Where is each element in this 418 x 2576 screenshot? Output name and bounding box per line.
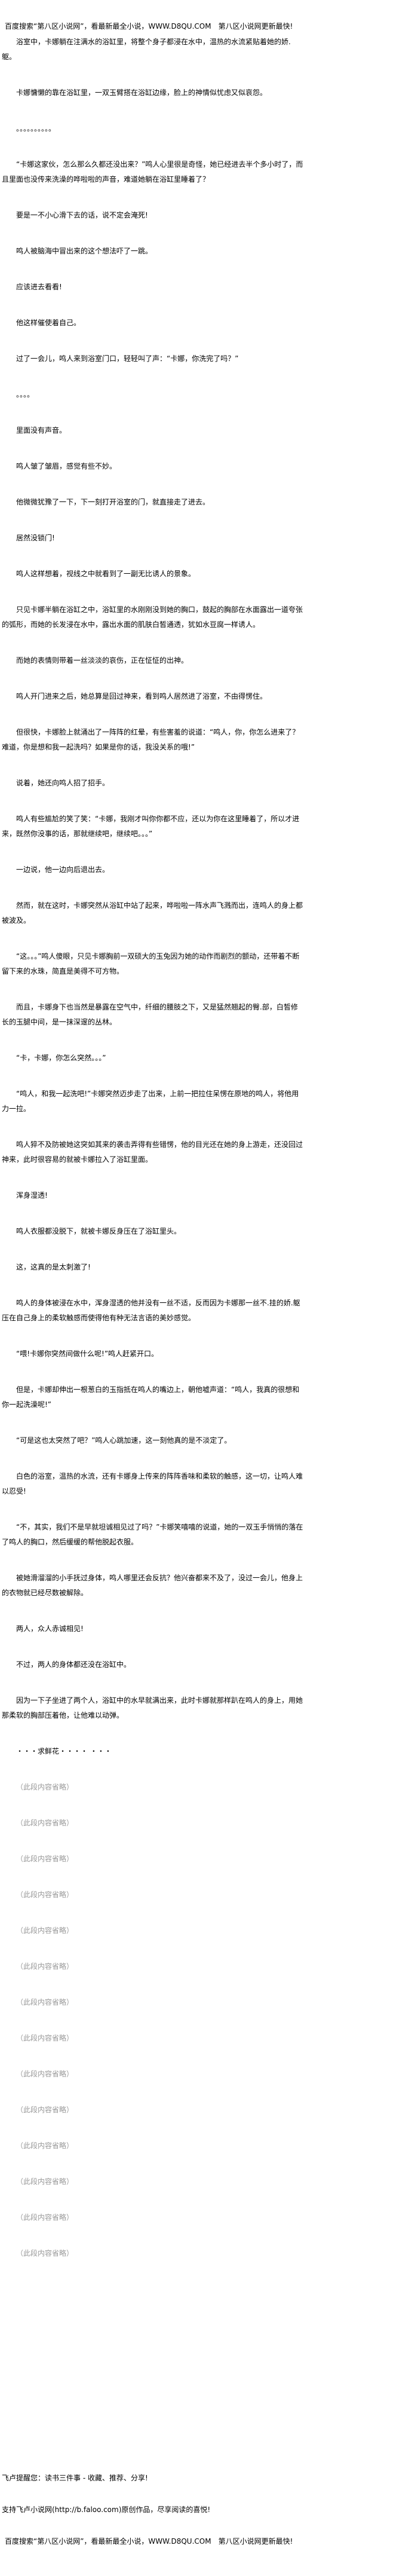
- omitted-paragraph: （此段内容省略）: [16, 1890, 74, 1899]
- paragraph: 说着，她还向鸣人招了招手。: [16, 779, 110, 787]
- paragraph: ・・・求鲜花・・・・ ・・・: [16, 1747, 112, 1755]
- omitted-paragraph: （此段内容省略）: [16, 2034, 74, 2042]
- omitted-section: （此段内容省略） （此段内容省略） （此段内容省略） （此段内容省略） （此段内容省略）…: [2, 1780, 303, 2318]
- omitted-paragraph: （此段内容省略）: [16, 1998, 74, 2006]
- paragraph: 但很快，卡娜脸上就涌出了一阵阵的红晕，有些害羞的说道：“鸣人，你，你怎么进来了？…: [2, 728, 300, 751]
- paragraph: 。。。。。。。。。。: [16, 124, 56, 133]
- paragraph: 因为一下子坐进了两个人，浴缸中的水早就满出来，此时卡娜就那样趴在鸣人的身上，用她…: [2, 1696, 303, 1720]
- omitted-paragraph: （此段内容省略）: [16, 1962, 74, 1971]
- paragraph: 两人，众人赤诚相见!: [16, 1624, 84, 1633]
- paragraph: “卡娜这家伙，怎么那么久都还没出来？”鸣人心里很是奇怪，她已经进去半个多小时了，…: [2, 160, 303, 183]
- paragraph: 被她滑溜溜的小手抚过身体，鸣人哪里还会反抗？他兴奋都来不及了，没过一会儿，他身上…: [2, 1574, 303, 1597]
- paragraph: 卡娜慵懒的靠在浴缸里，一双玉臂搭在浴缸边缘，脸上的神情似忧虑又似哀怨。: [16, 88, 268, 97]
- paragraph: 。。。。: [16, 390, 35, 399]
- paragraph: 这，这真的是太刺激了!: [16, 1263, 91, 1271]
- paragraph: 居然没锁门!: [16, 534, 55, 542]
- omitted-paragraph: （此段内容省略）: [16, 2070, 74, 2078]
- paragraph: 要是一不小心滑下去的话，说不定会淹死!: [16, 211, 148, 219]
- paragraph: 浑身湿透!: [16, 1191, 48, 1200]
- paragraph: 里面没有声音。: [16, 426, 67, 435]
- footer-reminder: 飞卢提醒您：读书三件事 - 收藏、推荐、分享!: [2, 2474, 148, 2482]
- paragraph: 白色的浴室，温热的水流，还有卡娜身上传来的阵阵香味和柔软的触感，这一切，让鸣人难…: [2, 1472, 303, 1495]
- page-footer: 飞卢提醒您：读书三件事 - 收藏、推荐、分享! 支持飞卢小说网(http://b…: [2, 2473, 360, 2568]
- site-banner-top: 百度搜索“第八区小说网”，看最新最全小说，WWW.D8QU.COM 第八区小说网…: [5, 22, 293, 30]
- omitted-paragraph: （此段内容省略）: [16, 1855, 74, 1863]
- paragraph: 鸣人被脑海中冒出来的这个想法吓了一跳。: [16, 247, 153, 255]
- paragraph: 一边说，他一边向后退出去。: [16, 865, 110, 874]
- paragraph: 但是，卡娜却伸出一根葱白的玉指抵在鸣人的嘴边上，朝他嘘声道：“鸣人，我真的很想和…: [2, 1385, 300, 1409]
- site-banner-bottom: 百度搜索“第八区小说网”，看最新最全小说，WWW.D8QU.COM 第八区小说网…: [5, 2537, 293, 2546]
- paragraph: “卡，卡娜，你怎么突然。。。”: [16, 1054, 106, 1062]
- paragraph: 浴室中，卡娜躺在注满水的浴缸里，将整个身子都浸在水中，温热的水流紧贴着她的娇.躯…: [2, 38, 291, 61]
- paragraph: “这。。。”鸣人傻眼，只见卡娜胸前一双硕大的玉兔因为她的动作而剧烈的颤动，还带着…: [2, 952, 300, 975]
- paragraph: 应该进去看看!: [16, 283, 62, 291]
- paragraph: “可是这也太突然了吧？”鸣人心跳加速，这一刻他真的是不淡定了。: [16, 1436, 232, 1445]
- footer-support-link[interactable]: 支持飞卢小说网(http://b.faloo.com)原创作品，尽享阅读的喜悦!: [2, 2505, 211, 2514]
- omitted-paragraph: （此段内容省略）: [16, 2106, 74, 2114]
- paragraph: 而她的表情则带着一丝淡淡的哀伤，正在怔怔的出神。: [16, 656, 189, 665]
- paragraph: 鸣人有些尴尬的笑了笑：“卡娜，我刚才叫你你都不应，还以为你在这里睡着了，所以才进…: [2, 815, 300, 838]
- paragraph: 鸣人的身体被浸在水中，浑身湿透的他并没有一丝不适，反而因为卡娜那一丝不.挂的娇.…: [2, 1299, 300, 1322]
- paragraph: 而且，卡娜身下也当然是暴露在空气中，纤细的腰肢之下，又是猛然翘起的臀.部，白皙修…: [2, 1003, 298, 1026]
- chapter-content: 浴室中，卡娜躺在注满水的浴缸里，将整个身子都浸在水中，温热的水流紧贴着她的娇.躯…: [2, 35, 303, 2318]
- omitted-paragraph: （此段内容省略）: [16, 2177, 74, 2186]
- paragraph: 鸣人这样想着，视线之中就看到了一副无比诱人的景象。: [16, 570, 196, 578]
- paragraph: “喂!卡娜你突然间做什么呢!”鸣人赶紧开口。: [16, 1350, 159, 1358]
- omitted-paragraph: （此段内容省略）: [16, 1783, 74, 1791]
- omitted-paragraph: （此段内容省略）: [16, 1819, 74, 1827]
- paragraph: 鸣人衣服都没脱下，就被卡娜反身压在了浴缸里头。: [16, 1227, 182, 1235]
- paragraph: “不，其实，我们不是早就坦诚相见过了吗？”卡娜笑嘻嘻的说道，她的一双玉手悄悄的落…: [2, 1523, 303, 1546]
- paragraph: 鸣人开门进来之后，她总算是回过神来，看到鸣人居然进了浴室，不由得愣住。: [16, 692, 268, 700]
- omitted-paragraph: （此段内容省略）: [16, 2213, 74, 2222]
- omitted-paragraph: （此段内容省略）: [16, 2249, 74, 2257]
- paragraph: 他这样催使着自己。: [16, 319, 81, 327]
- paragraph: 他微微犹豫了一下，下一刻打开浴室的门，就直接走了进去。: [16, 498, 210, 506]
- paragraph: 不过，两人的身体都还没在浴缸中。: [16, 1660, 131, 1669]
- omitted-paragraph: （此段内容省略）: [16, 2141, 74, 2150]
- paragraph: “鸣人，和我一起洗吧!”卡娜突然迈步走了出来，上前一把拉住呆愣在原地的鸣人，将他…: [2, 1090, 299, 1113]
- paragraph: 只见卡娜半躺在浴缸之中，浴缸里的水刚刚没到她的胸口，鼓起的胸部在水面露出一道夸张…: [2, 605, 303, 629]
- paragraph: 鸣人猝不及防被她这突如其来的袭击弄得有些错愣，他的目光还在她的身上游走，还没回过…: [2, 1140, 303, 1164]
- paragraph: 过了一会儿，鸣人来到浴室门口，轻轻叫了声：“卡娜，你洗完了吗？”: [16, 354, 239, 363]
- paragraph: 然而，就在这时，卡娜突然从浴缸中站了起来，哗啦啦一阵水声飞溅而出，连鸣人的身上都…: [2, 901, 303, 925]
- paragraph: 鸣人皱了皱眉，感觉有些不妙。: [16, 462, 117, 470]
- omitted-paragraph: （此段内容省略）: [16, 1926, 74, 1935]
